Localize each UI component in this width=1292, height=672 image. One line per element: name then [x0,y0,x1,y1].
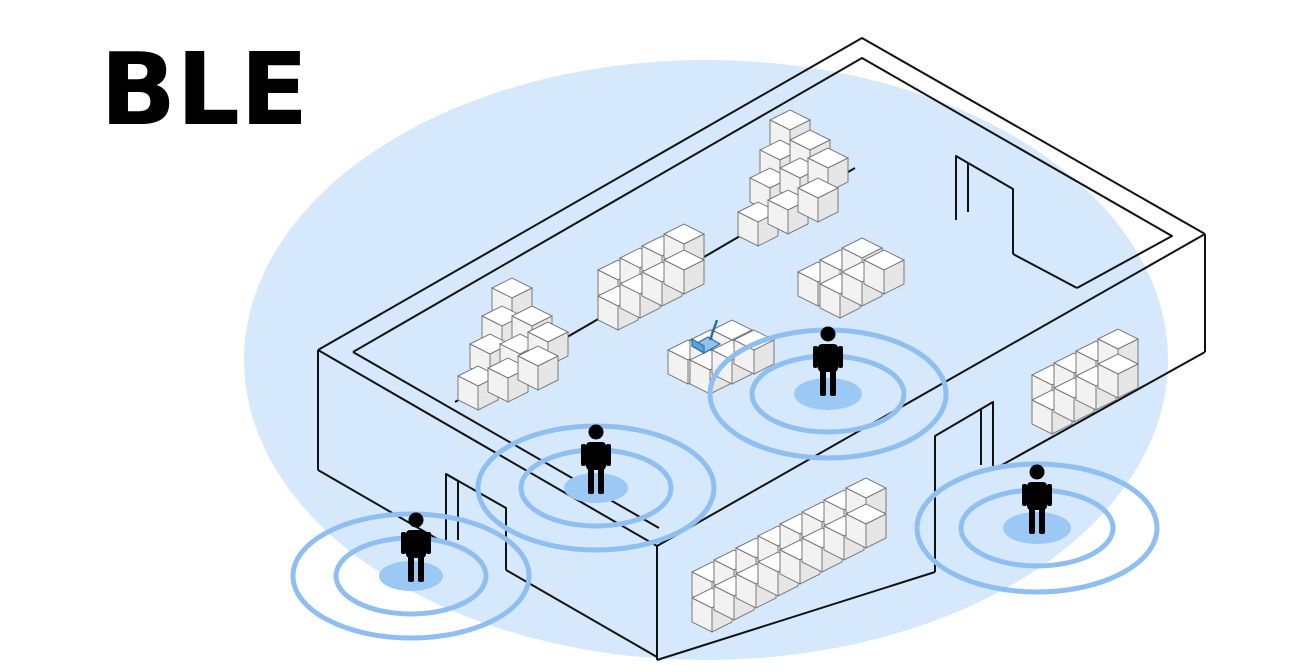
signal-left [290,511,532,641]
ble-gateway-icon [690,319,722,355]
signal-right [914,461,1160,595]
title: BLE [100,31,309,148]
